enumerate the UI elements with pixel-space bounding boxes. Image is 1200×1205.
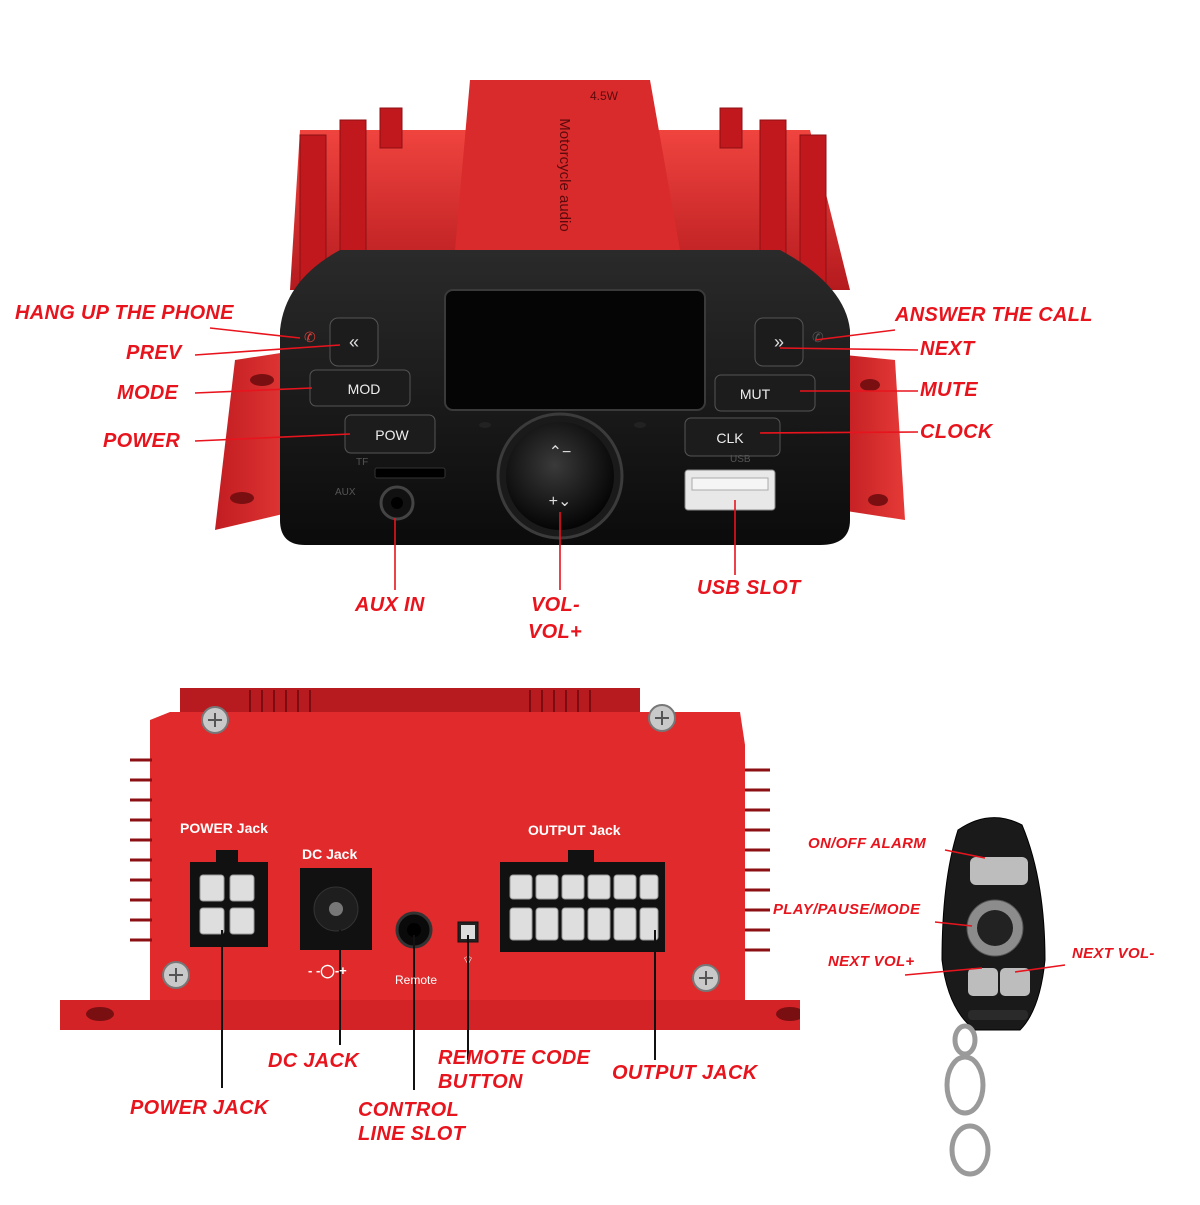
next-button[interactable] [754,317,804,367]
lcd-display [444,289,706,411]
power-jack-label: POWER Jack [180,820,268,836]
left-mount-flange [215,350,300,530]
brand-text: Motorcycle audio [556,118,573,231]
alarm-button[interactable] [970,857,1028,885]
callout-control-line-slot: CONTROL LINE SLOT [358,1099,466,1145]
output-jack-label: OUTPUT Jack [528,822,621,838]
callout-vol-plus: VOL+ [528,621,582,643]
callout-next-vol-minus: NEXT VOL- [1072,945,1155,962]
clk-button[interactable] [684,417,781,457]
callout-usb-slot: USB SLOT [697,577,801,599]
callout-mute: MUTE [920,379,978,401]
prev-icon: « [349,332,359,352]
callout-remote-code-button: REMOTE CODE BUTTON [438,1047,591,1093]
keyring-icon [944,1023,991,1177]
vol-up-icon: +⌄ [549,493,572,510]
tf-label: TF [356,457,368,468]
remote-control-drawing [904,817,1066,1177]
right-mount-flange [840,355,905,520]
callout-power-jack: POWER JACK [130,1097,269,1119]
screw-icon [162,704,720,992]
callout-prev: PREV [126,342,182,364]
callout-vol-minus: VOL- [531,594,580,616]
mod-button-label: MOD [348,381,381,397]
callout-clock: CLOCK [920,421,993,443]
callout-on-off-alarm: ON/OFF ALARM [808,835,927,852]
callout-aux-in: AUX IN [355,594,425,616]
rear-amplifier: ⌔ [0,660,830,1200]
callout-mode: MODE [117,382,179,404]
pow-button-label: POW [375,427,409,443]
callout-hang-up: HANG UP THE PHONE [15,302,234,324]
next-icon: » [774,332,784,352]
vol-minus-button[interactable] [1000,968,1030,996]
usb-label: USB [730,454,751,465]
model-text: 4.5W [590,89,619,103]
callout-power: POWER [103,430,181,452]
dc-polarity-label: - -◯-+ [308,963,347,978]
front-amplifier-drawing: Motorcycle audio 4.5W « MOD POW ✆ ✆ » MU… [194,80,919,590]
callout-play-pause-mode: PLAY/PAUSE/MODE [773,901,921,918]
callout-next-vol-plus: NEXT VOL+ [828,953,915,970]
front-amplifier: Motorcycle audio 4.5W « MOD POW ✆ ✆ » MU… [194,80,919,590]
vol-down-icon: ⌃− [549,444,572,461]
clk-button-label: CLK [716,430,744,446]
rear-amplifier-drawing: ⌔ [60,688,830,1090]
volume-knob[interactable] [506,422,614,530]
callout-dc-jack: DC JACK [268,1050,359,1072]
tf-card-slot[interactable] [374,467,446,479]
callout-output-jack: OUTPUT JACK [612,1062,758,1084]
rear-mount-flange [60,1000,830,1030]
mut-button[interactable] [714,374,816,412]
callout-next: NEXT [920,338,975,360]
aux-label: AUX [335,487,356,498]
phone-hangup-icon: ✆ [304,329,316,345]
prev-button[interactable] [329,317,379,367]
phone-answer-icon: ✆ [812,329,824,345]
dc-jack-label: DC Jack [302,846,358,862]
mut-button-label: MUT [740,386,771,402]
callout-answer: ANSWER THE CALL [895,304,1093,326]
remote-label: Remote [395,973,438,987]
vol-plus-button[interactable] [968,968,998,996]
remote-control [900,810,1090,1190]
